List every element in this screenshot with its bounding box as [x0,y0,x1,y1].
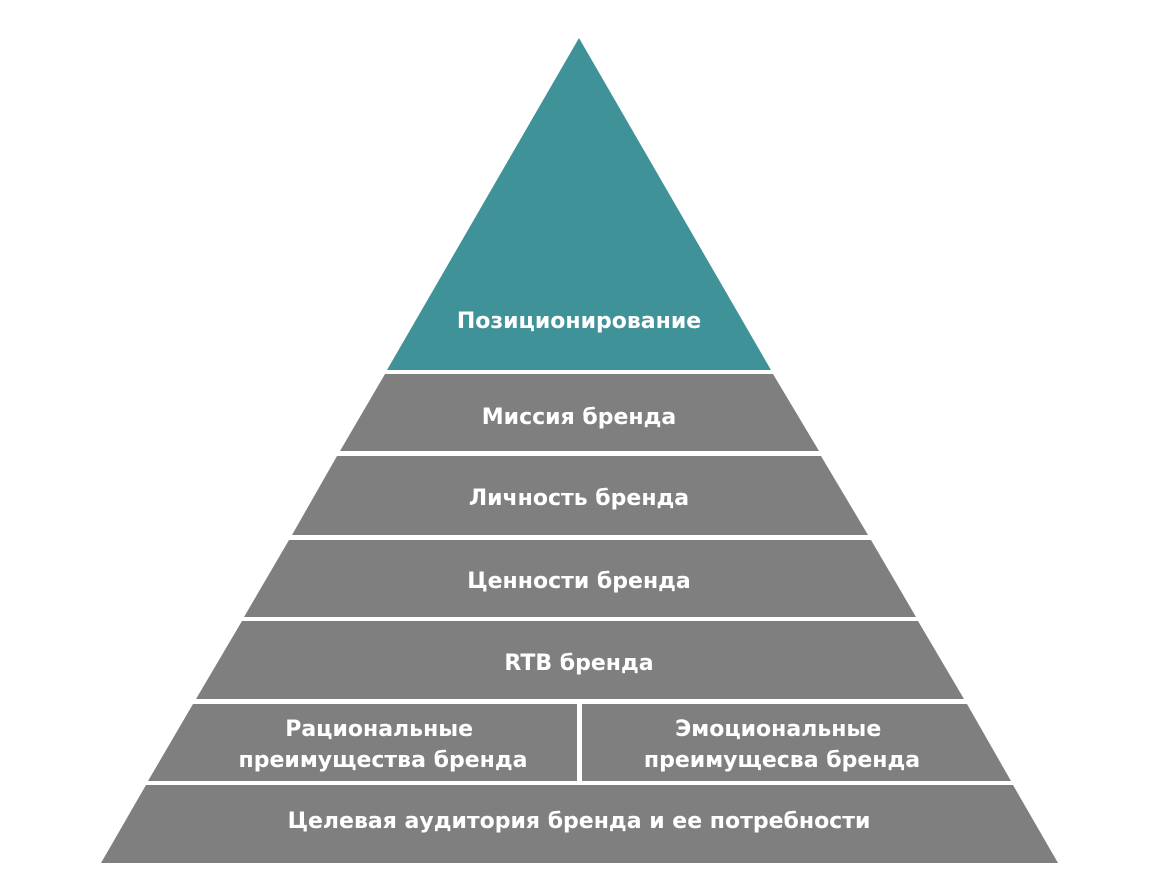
rational-benefits-label: Рациональные преимущества бренда [239,717,528,773]
tier-audience-label: Целевая аудитория бренда и ее потребност… [288,809,871,834]
tier-rtb [196,621,964,699]
tier-rational-benefits [148,704,577,781]
tier-emotional-benefits [582,704,1011,781]
emotional-benefits-line-2: преимущесва бренда [644,748,920,773]
apex-label: Позиционирование [457,309,701,334]
tier-values [244,540,916,617]
rational-benefits-line-2: преимущества бренда [239,748,528,773]
tier-personality-label: Личность бренда [469,486,689,511]
tier-values-label: Ценности бренда [467,569,691,594]
tier-audience [101,785,1058,863]
tier-rtb-label: RTB бренда [504,651,653,676]
tier-mission-label: Миссия бренда [482,405,676,430]
emotional-benefits-label: Эмоциональные преимущесва бренда [644,717,920,773]
tier-personality [292,456,868,535]
tier-mission [340,374,819,451]
rational-benefits-line-1: Рациональные [285,717,473,742]
emotional-benefits-line-1: Эмоциональные [675,717,881,742]
apex-triangle [387,38,771,370]
